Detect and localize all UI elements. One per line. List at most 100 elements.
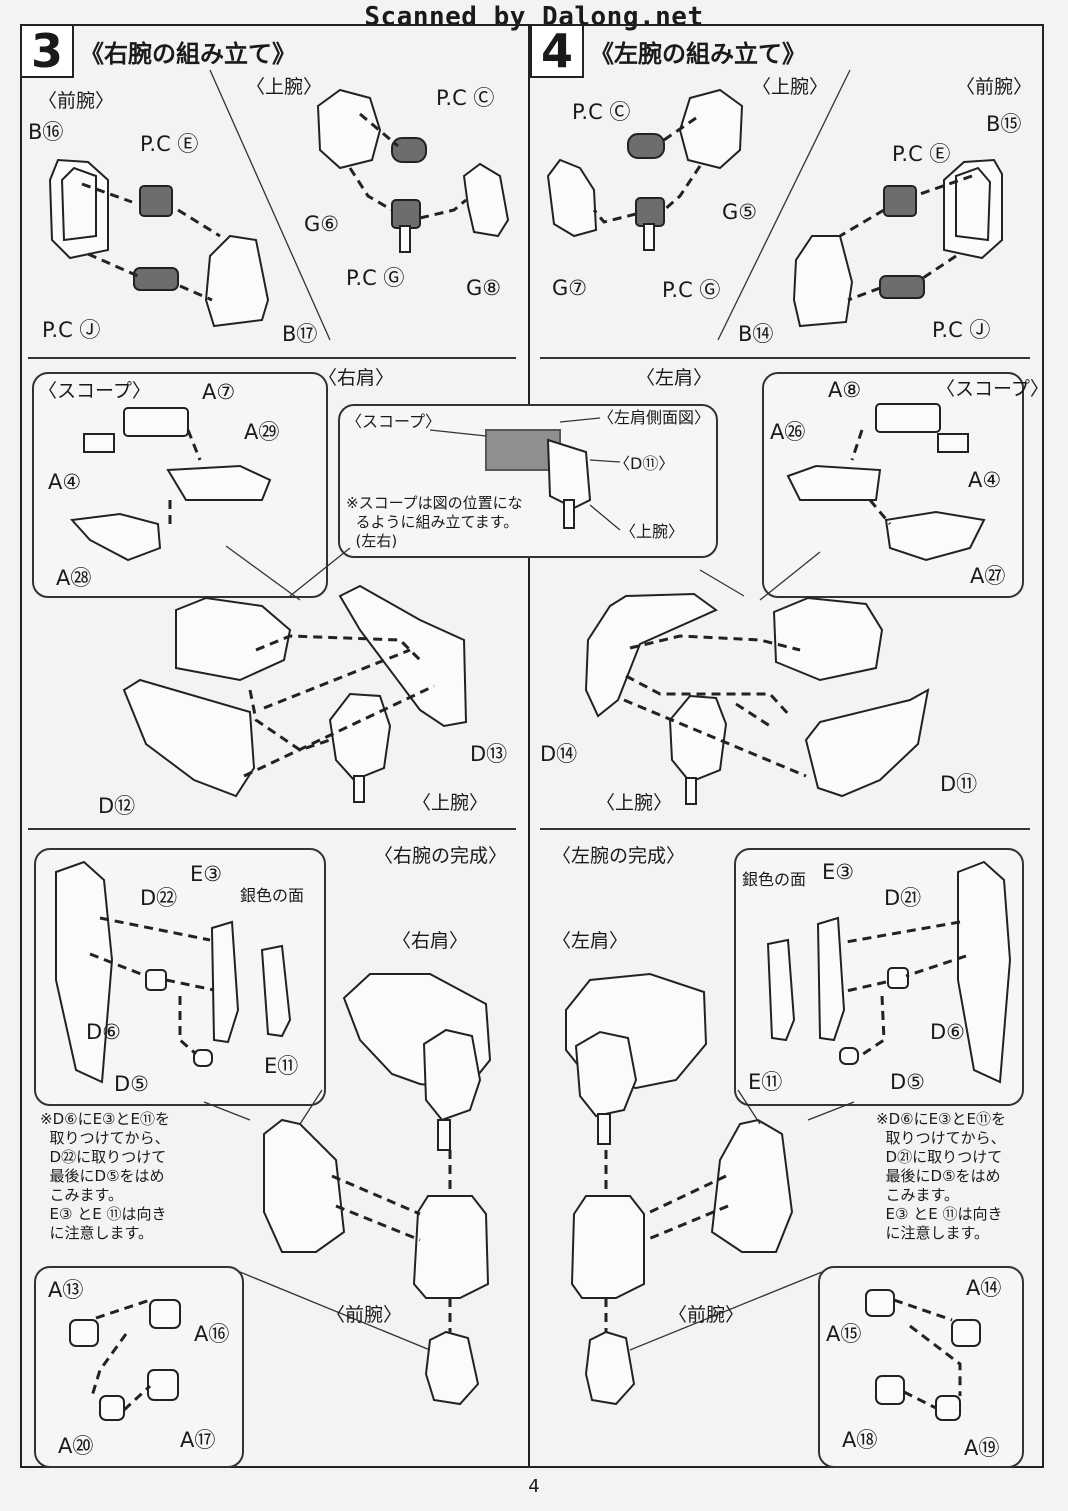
step4-forearm-label: 〈前腕〉: [956, 76, 1033, 98]
step4-scope-drawing: [786, 403, 986, 562]
part-d5-left: D⑤: [890, 1070, 925, 1094]
step4-complete-forearm: 〈前腕〉: [668, 1304, 745, 1326]
part-a14: A⑭: [966, 1276, 1002, 1300]
part-g6: G⑥: [304, 212, 340, 236]
part-b14: B⑭: [738, 322, 774, 346]
step3-forearm-label: 〈前腕〉: [38, 90, 115, 112]
step3-title: 《右腕の組み立て》: [80, 40, 296, 68]
step3-number: 3: [20, 24, 74, 78]
step4-shoulder-upper-arm: 〈上腕〉: [596, 792, 673, 814]
part-g8: G⑧: [466, 276, 502, 300]
part-pc-j-left: P.C Ⓙ: [932, 318, 991, 342]
step4-shoulder-label: 〈左肩〉: [636, 367, 713, 389]
side-view-title: 〈左肩側面図〉: [598, 408, 711, 427]
part-a20: A⑳: [58, 1434, 94, 1458]
step4-complete-label: 〈左腕の完成〉: [552, 845, 686, 867]
step3-upper-arm-label: 〈上腕〉: [246, 76, 323, 98]
step4-title: 《左腕の組み立て》: [590, 40, 806, 68]
part-d13: D⑬: [470, 742, 508, 766]
step4-separator-line: [717, 69, 851, 341]
center-divider: [528, 24, 530, 1466]
step4-shoulder-drawing: [584, 551, 930, 805]
part-d12: D⑫: [98, 794, 136, 818]
part-a28: A㉘: [56, 566, 92, 590]
step4-upper-arm-drawing: [546, 88, 744, 251]
step3-hand-box: [34, 1266, 244, 1468]
step3-hand-drawing: [69, 1298, 181, 1421]
side-view-d11: 〈D⑪〉: [614, 454, 675, 473]
part-d6: D⑥: [86, 1020, 121, 1044]
step3-upper-arm-drawing: [316, 88, 510, 253]
step4-hand-box: [818, 1266, 1024, 1468]
part-pc-g-left: P.C Ⓖ: [662, 278, 721, 302]
step3-scope-drawing: [69, 407, 272, 562]
part-pc-j: P.C Ⓙ: [42, 318, 101, 342]
part-d6-left: D⑥: [930, 1020, 965, 1044]
step4-assembly-note: ※D⑥にE③とE⑪を 取りつけてから、 D㉑に取りつけて 最後にD⑤をはめ こみ…: [876, 1110, 1006, 1242]
step4-forearm-drawing: [792, 158, 1003, 328]
part-a19: A⑲: [964, 1436, 1000, 1460]
step3-forearm-drawing: [48, 158, 270, 328]
part-pc-c: P.C Ⓒ: [436, 86, 495, 110]
part-pc-e: P.C Ⓔ: [140, 132, 199, 156]
part-a4-left: A④: [968, 468, 1002, 492]
step3-assembly-note: ※D⑥にE③とE⑪を 取りつけてから、 D㉒に取りつけて 最後にD⑤をはめ こみ…: [40, 1110, 170, 1242]
divider-step3-top: [28, 357, 516, 359]
divider-step4-mid: [540, 828, 1030, 830]
step3-complete-drawing: [203, 973, 492, 1406]
step3-shoulder-label: 〈右肩〉: [318, 367, 395, 389]
step3-complete-shoulder: 〈右肩〉: [392, 930, 469, 952]
part-a15: A⑮: [826, 1322, 862, 1346]
part-e3: E③: [190, 862, 223, 886]
part-a27: A㉗: [970, 564, 1006, 588]
part-g5: G⑤: [722, 200, 758, 224]
step3-complete-label: 〈右腕の完成〉: [374, 845, 508, 867]
side-view-drawing: [429, 417, 621, 531]
part-d22: D㉒: [140, 886, 178, 910]
part-b17: B⑰: [282, 322, 318, 346]
silver-face-label-left: 銀色の面: [742, 870, 807, 889]
step4-upper-arm-label: 〈上腕〉: [752, 76, 829, 98]
step3-scope-label: 〈スコープ〉: [38, 380, 151, 402]
step3-shoulder-upper-arm: 〈上腕〉: [412, 792, 489, 814]
part-pc-e-left: P.C Ⓔ: [892, 142, 951, 166]
side-view-scope: 〈スコープ〉: [346, 412, 442, 431]
part-d5: D⑤: [114, 1072, 149, 1096]
silver-face-label: 銀色の面: [240, 886, 305, 905]
step3-shoulder-drawing: [122, 545, 468, 803]
part-pc-c-left: P.C Ⓒ: [572, 100, 631, 124]
step4-complete-shoulder: 〈左肩〉: [552, 930, 629, 952]
part-b15: B⑮: [986, 112, 1022, 136]
side-view-note: ※スコープは図の位置にな るように組み立てます。 (左右): [346, 494, 523, 550]
step4-scope-label: 〈スコープ〉: [936, 378, 1049, 400]
part-a4: A④: [48, 470, 82, 494]
part-a18: A⑱: [842, 1428, 878, 1452]
page-number: 4: [528, 1476, 540, 1497]
part-a26: A㉖: [770, 420, 806, 444]
step3-separator-line: [209, 69, 331, 341]
side-view-upper-arm: 〈上腕〉: [620, 522, 685, 541]
part-d11: D⑪: [940, 772, 978, 796]
part-a7: A⑦: [202, 380, 236, 404]
step4-hand-drawing: [865, 1289, 981, 1421]
part-d21: D㉑: [884, 886, 922, 910]
step4-complete-drawing: [565, 972, 855, 1406]
part-a16: A⑯: [194, 1322, 230, 1346]
part-e11-left: E⑪: [748, 1070, 783, 1094]
step3-complete-forearm: 〈前腕〉: [326, 1304, 403, 1326]
part-g7: G⑦: [552, 276, 588, 300]
part-a13: A⑬: [48, 1278, 84, 1302]
step4-detail-drawing: [766, 860, 1012, 1084]
part-a17: A⑰: [180, 1428, 216, 1452]
part-e11: E⑪: [264, 1054, 299, 1078]
part-b16: B⑯: [28, 120, 64, 144]
part-a29: A㉙: [244, 420, 280, 444]
part-e3-left: E③: [822, 860, 855, 884]
divider-step4-top: [540, 357, 1030, 359]
part-a8: A⑧: [828, 378, 862, 402]
step3-detail-drawing: [55, 860, 292, 1084]
divider-step3-mid: [28, 828, 516, 830]
part-d14: D⑭: [540, 742, 578, 766]
step4-number: 4: [530, 24, 584, 78]
